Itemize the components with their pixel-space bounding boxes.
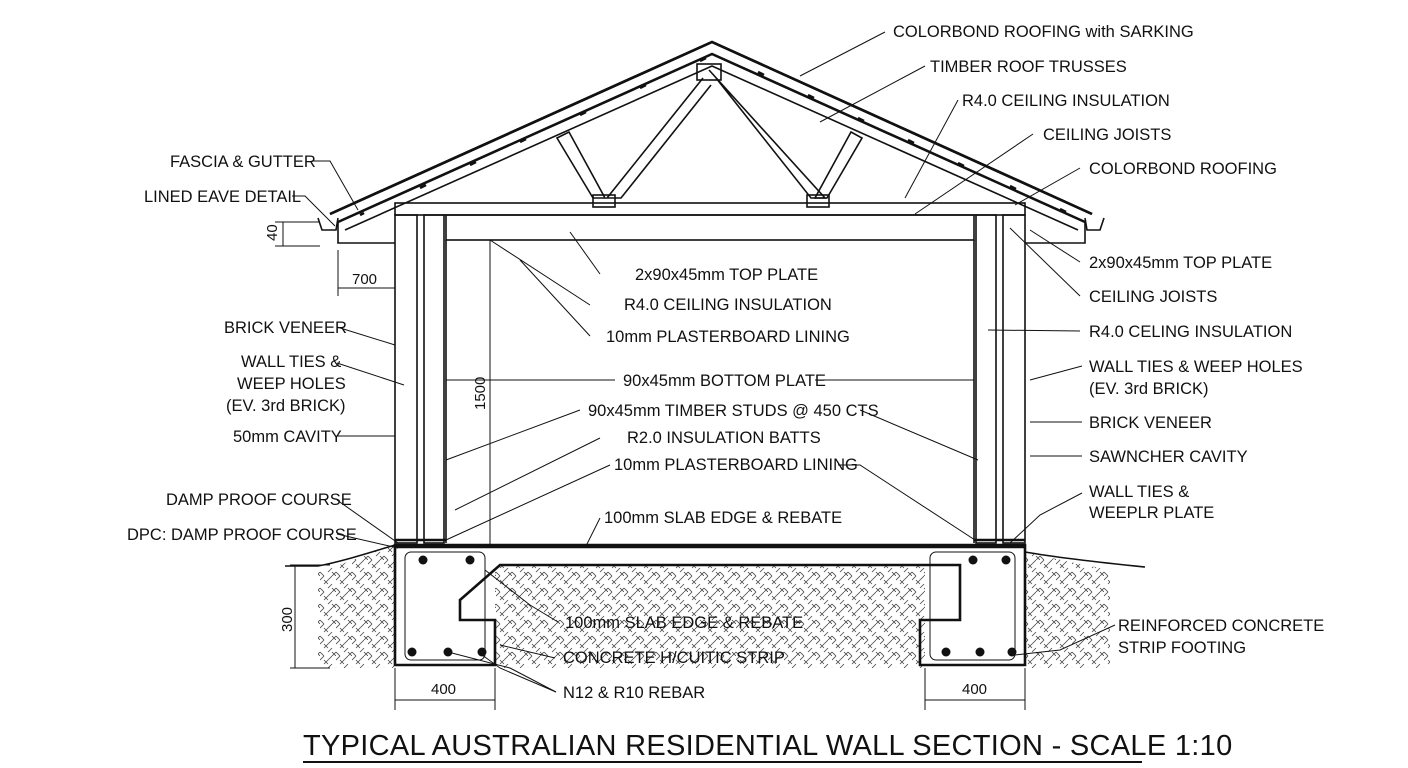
- drawing-title: TYPICAL AUSTRALIAN RESIDENTIAL WALL SECT…: [303, 730, 1233, 762]
- label-colorbond-sarking: COLORBOND ROOFING with SARKING: [893, 23, 1194, 41]
- dim-eave-height: 40: [264, 224, 281, 241]
- label-timber-trusses: TIMBER ROOF TRUSSES: [930, 58, 1127, 76]
- label-slab-edge-top: 100mm SLAB EDGE & REBATE: [604, 509, 842, 527]
- roof-truss: [555, 69, 864, 208]
- label-wall-ties-right-2: (EV. 3rd BRICK): [1089, 380, 1209, 398]
- label-ceiling-joists-right: CEILING JOISTS: [1089, 288, 1217, 306]
- label-brick-veneer-left: BRICK VENEER: [224, 319, 347, 337]
- label-colorbond-roofing: COLORBOND ROOFING: [1089, 160, 1277, 178]
- label-wall-ties-left-2: WEEP HOLES: [237, 375, 346, 393]
- label-r40-celing-right: R4.0 CELING INSULATION: [1089, 323, 1292, 341]
- dim-footing-right: 400: [962, 681, 987, 698]
- label-r40-ceiling-center: R4.0 CEILING INSULATION: [624, 296, 832, 314]
- label-wall-ties-left-1: WALL TIES &: [241, 353, 341, 371]
- ground-soil: [285, 544, 1146, 668]
- eaves-gutters: [317, 217, 1105, 244]
- label-reinforced-1: REINFORCED CONCRETE: [1118, 617, 1324, 635]
- label-top-plate-right: 2x90x45mm TOP PLATE: [1089, 254, 1272, 272]
- left-wall: [394, 214, 447, 544]
- label-reinforced-2: STRIP FOOTING: [1118, 639, 1246, 657]
- roof: [329, 40, 1093, 231]
- label-wall-ties-right-b2: WEEPLR PLATE: [1089, 504, 1214, 522]
- label-lined-eave: LINED EAVE DETAIL: [144, 188, 301, 206]
- label-fascia-gutter: FASCIA & GUTTER: [170, 153, 316, 171]
- label-plasterboard-center-bottom: 10mm PLASTERBOARD LINING: [614, 456, 858, 474]
- label-plasterboard-center-top: 10mm PLASTERBOARD LINING: [606, 328, 850, 346]
- label-top-plate-center: 2x90x45mm TOP PLATE: [635, 266, 818, 284]
- dim-footing-depth: 300: [279, 607, 296, 632]
- label-concrete-strip: CONCRETE H/CUITIC STRIP: [563, 649, 785, 667]
- dim-footing-left: 400: [431, 681, 456, 698]
- dim-eave-width: 700: [352, 271, 377, 288]
- label-bottom-plate: 90x45mm BOTTOM PLATE: [623, 372, 826, 390]
- label-wall-ties-left-3: (EV. 3rd BRICK): [226, 397, 346, 415]
- ceiling-insulation: [394, 202, 1026, 241]
- label-ceiling-joists-top: CEILING JOISTS: [1043, 126, 1171, 144]
- label-damp-proof: DAMP PROOF COURSE: [166, 491, 352, 509]
- concrete-slab-footing: [393, 543, 1027, 667]
- label-timber-studs: 90x45mm TIMBER STUDS @ 450 CTS: [588, 402, 879, 420]
- label-insulation-batts: R2.0 INSULATION BATTS: [627, 429, 821, 447]
- label-dpc: DPC: DAMP PROOF COURSE: [127, 526, 357, 544]
- label-r40-ceiling-top: R4.0 CEILING INSULATION: [962, 92, 1170, 110]
- right-wall: [973, 214, 1026, 544]
- leader-lines: [292, 31, 1116, 693]
- label-brick-veneer-right: BRICK VENEER: [1089, 414, 1212, 432]
- callout-labels: COLORBOND ROOFING with SARKING TIMBER RO…: [127, 23, 1324, 702]
- label-rebar: N12 & R10 REBAR: [563, 684, 705, 702]
- label-wall-ties-right-1: WALL TIES & WEEP HOLES: [1089, 358, 1303, 376]
- label-cavity-right: SAWNCHER CAVITY: [1089, 448, 1248, 466]
- label-cavity-left: 50mm CAVITY: [233, 428, 342, 446]
- label-slab-edge-bottom: 100mm SLAB EDGE & REBATE: [565, 614, 803, 632]
- dimension-labels: 40 700 1500 300 400 400: [264, 224, 987, 698]
- dimension-lines: [275, 221, 1026, 710]
- label-wall-ties-right-b1: WALL TIES &: [1089, 483, 1189, 501]
- dim-wall-height: 1500: [472, 377, 489, 410]
